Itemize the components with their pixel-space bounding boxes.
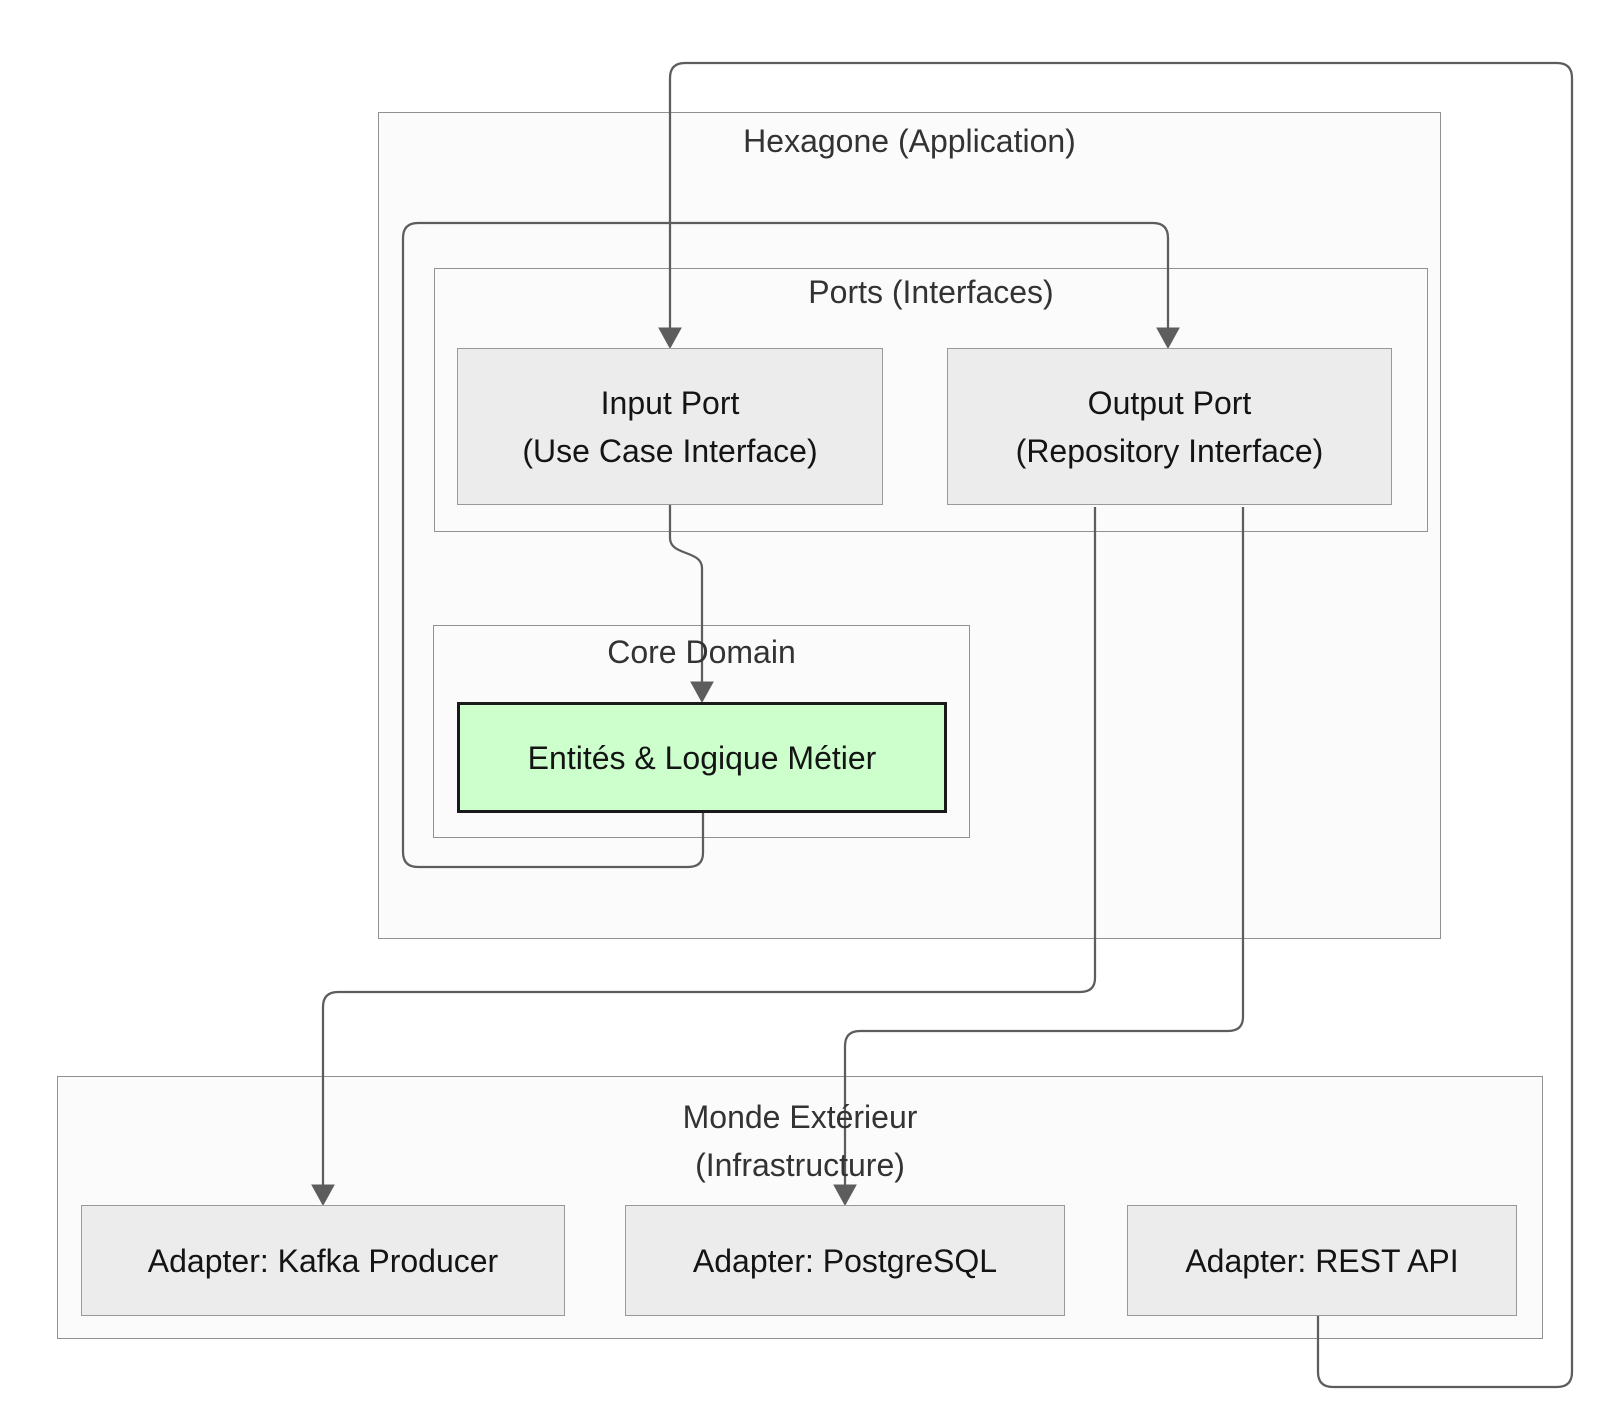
node-input-port-label-line1: Input Port — [600, 384, 740, 421]
edge-input-port-to-entites — [668, 505, 704, 682]
node-input-port: Input Port (Use Case Interface) — [457, 348, 883, 505]
arrowhead-into-entites — [690, 681, 714, 704]
arrowhead-into-adapter-kafka — [311, 1184, 335, 1207]
node-output-port-label-line2: (Repository Interface) — [1015, 432, 1324, 469]
node-entites-logique-metier: Entités & Logique Métier — [457, 702, 947, 813]
node-input-port-label-line2: (Use Case Interface) — [522, 432, 818, 469]
arrowhead-into-adapter-postgresql — [833, 1184, 857, 1207]
edge-entites-to-output-port — [401, 221, 1170, 869]
node-adapter-postgresql-label: Adapter: PostgreSQL — [692, 1242, 998, 1279]
edge-output-port-to-adapter-postgresql — [843, 507, 1245, 1185]
node-adapter-rest-api-label: Adapter: REST API — [1185, 1242, 1459, 1279]
node-adapter-rest-api: Adapter: REST API — [1127, 1205, 1517, 1316]
node-adapter-kafka: Adapter: Kafka Producer — [81, 1205, 565, 1316]
node-adapter-kafka-label: Adapter: Kafka Producer — [147, 1242, 499, 1279]
node-output-port-label-line1: Output Port — [1087, 384, 1252, 421]
node-output-port: Output Port (Repository Interface) — [947, 348, 1392, 505]
arrowhead-into-output-port — [1156, 327, 1180, 350]
node-entites-label: Entités & Logique Métier — [527, 739, 877, 776]
edge-adapter-rest-to-input-port — [668, 61, 1574, 1389]
edge-output-port-to-adapter-kafka — [321, 507, 1097, 1185]
node-adapter-postgresql: Adapter: PostgreSQL — [625, 1205, 1065, 1316]
arrowhead-into-input-port — [658, 327, 682, 350]
